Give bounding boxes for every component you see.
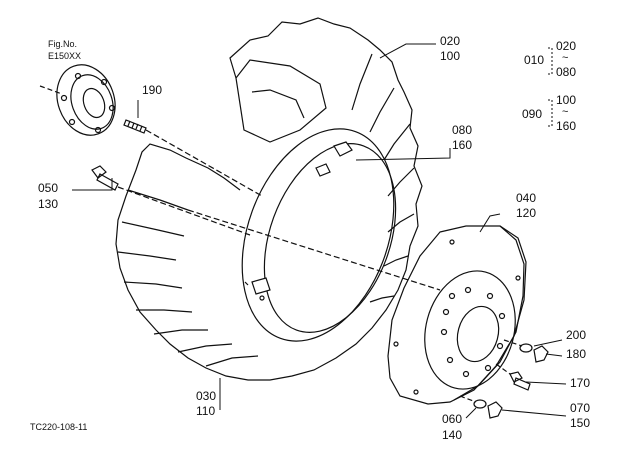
washer-nut-drawing <box>503 339 549 363</box>
figure-ref-line2: E150XX <box>48 51 82 61</box>
callout-050: 050 <box>38 181 59 195</box>
callout-200: 200 <box>566 328 587 342</box>
wheel-bolt-drawing <box>495 363 531 391</box>
callout-010-from: 020 <box>556 39 577 53</box>
callout-120: 120 <box>516 206 537 220</box>
callout-180: 180 <box>566 347 587 361</box>
callout-040: 040 <box>516 191 537 205</box>
callout-080: 080 <box>452 123 473 137</box>
figure-ref-line1: Fig.No. <box>48 39 78 49</box>
disc-wheel-drawing <box>187 209 527 405</box>
callout-010: 010 <box>524 53 545 67</box>
callout-130: 130 <box>38 197 59 211</box>
callout-020: 020 <box>440 34 461 48</box>
callout-070: 070 <box>570 401 591 415</box>
callout-090-to: 160 <box>556 119 577 133</box>
callout-100: 100 <box>440 49 461 63</box>
callout-170: 170 <box>570 376 591 390</box>
callout-090-sep: ~ <box>562 106 569 118</box>
tire-drawing <box>115 17 423 381</box>
callout-030: 030 <box>196 389 217 403</box>
callout-010-to: 080 <box>556 65 577 79</box>
leader-lines <box>72 43 567 419</box>
callout-060: 060 <box>442 412 463 426</box>
stud-bolt-drawing <box>123 119 263 197</box>
callout-190: 190 <box>142 83 163 97</box>
callout-090-from: 100 <box>556 93 577 107</box>
callout-160: 160 <box>452 138 473 152</box>
callout-140: 140 <box>442 428 463 442</box>
callout-150: 150 <box>570 416 591 430</box>
lower-washer-nut-drawing <box>459 395 503 419</box>
hub-flange-drawing <box>39 64 116 136</box>
callout-090: 090 <box>522 107 543 121</box>
callout-010-sep: ~ <box>562 52 569 64</box>
callout-110: 110 <box>196 404 216 418</box>
diagram-code: TC220-108-11 <box>30 422 88 432</box>
